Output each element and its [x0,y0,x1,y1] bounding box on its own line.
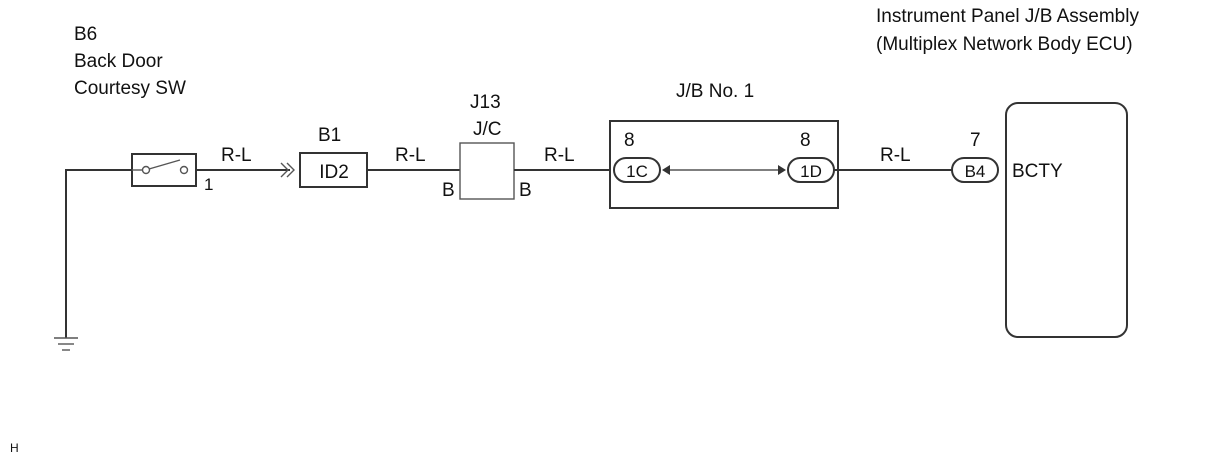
wire-label-1: R-L [221,145,252,166]
wire-label-4: R-L [880,145,911,166]
ecu-name-line2: (Multiplex Network Body ECU) [876,34,1133,55]
ecu-terminal: BCTY [1012,161,1063,182]
arrow-left-icon [662,165,670,175]
conn-b4 [951,157,999,183]
ecu-box [1005,102,1128,338]
jb1-title: J/B No. 1 [676,81,754,102]
jb1-pin-left: 8 [624,130,635,151]
j13-pin-right: B [519,180,532,201]
j13-pin-left: B [442,180,455,201]
ground-icon [54,337,78,351]
conn-b4-label: B4 [965,162,986,181]
ground-wire [65,169,132,338]
j13-type: J/C [473,119,502,140]
wire-label-2: R-L [395,145,426,166]
b1-code: B1 [318,125,341,146]
ecu-pin: 7 [970,130,981,151]
id2-label: ID2 [319,162,349,183]
b6-pin: 1 [204,175,213,194]
switch-icon [131,153,197,187]
b6-name-line2: Courtesy SW [74,78,186,99]
footer-code: H [10,441,19,455]
conn-1c [613,157,661,183]
id2-connector [299,152,368,188]
jb1-pin-right: 8 [800,130,811,151]
b6-name-line1: Back Door [74,51,163,72]
ecu-name-line1: Instrument Panel J/B Assembly [876,6,1139,27]
b6-code: B6 [74,24,97,45]
conn-1c-label: 1C [626,162,648,181]
arrow-right-icon [778,165,786,175]
wire-label-3: R-L [544,145,575,166]
j13-junction [459,142,515,200]
j13-code: J13 [470,92,501,113]
double-arrow-icon [280,162,295,178]
conn-1d-label: 1D [800,162,822,181]
